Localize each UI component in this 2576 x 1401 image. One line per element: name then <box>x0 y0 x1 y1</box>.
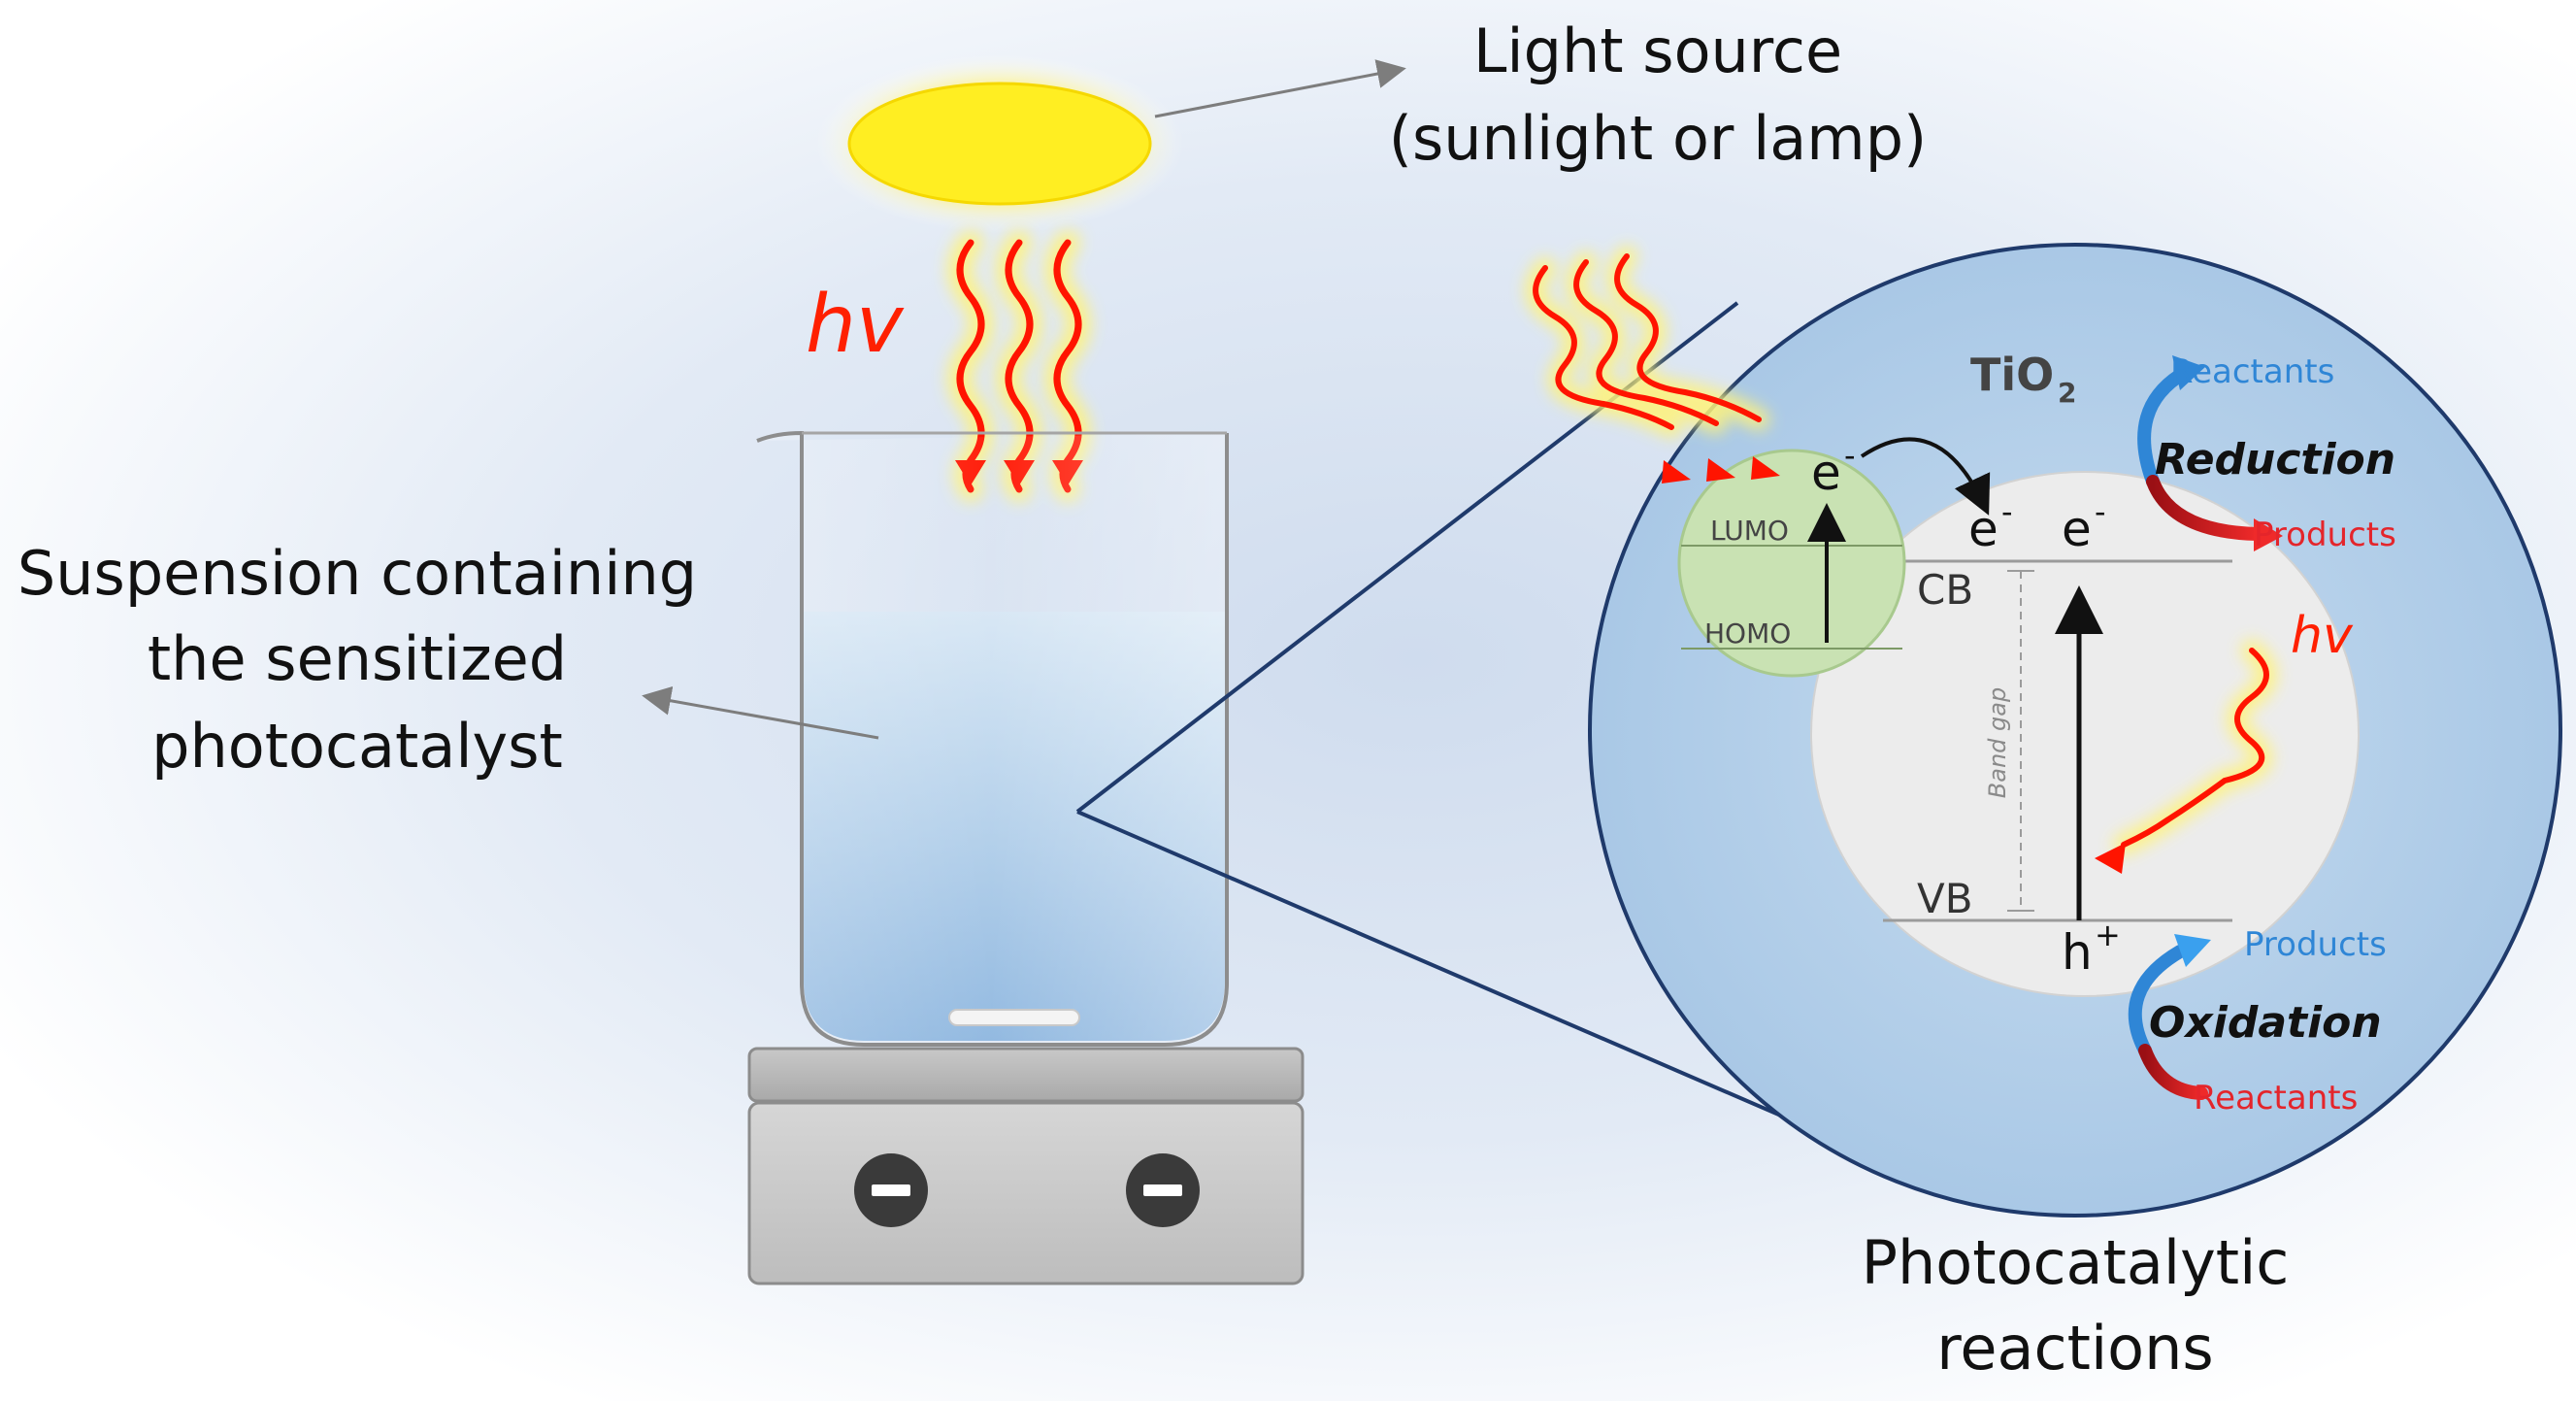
svg-text:+: + <box>2095 917 2121 953</box>
cb-label: CB <box>1917 566 1973 614</box>
reduction-arrow <box>2137 355 2283 551</box>
suspension-label-line3: photocatalyst <box>151 711 563 782</box>
svg-text:2: 2 <box>2058 377 2076 409</box>
sensitizer-dye <box>1677 449 1906 678</box>
suspension-pointer <box>642 685 879 740</box>
vb-hole: h + <box>2062 917 2121 981</box>
oxidation-products-label: Products <box>2244 925 2387 964</box>
vb-label: VB <box>1917 875 1973 922</box>
stir-bar <box>948 1009 1080 1026</box>
reduction-reactants-label: Reactants <box>2170 352 2334 391</box>
light-source-label-line1: Light source <box>1473 16 1842 86</box>
cb-electron-right: e - <box>2062 493 2106 557</box>
svg-text:e: e <box>1968 501 1998 557</box>
light-source-pointer <box>1154 59 1406 118</box>
svg-text:-: - <box>1844 437 1856 474</box>
stirring-hotplate <box>747 1047 1305 1285</box>
hv-small-label: hv <box>2291 607 2354 665</box>
hotplate-top <box>747 1047 1305 1103</box>
svg-text:-: - <box>2001 493 2013 530</box>
light-ray-tio2 <box>2095 640 2277 874</box>
hotplate-base <box>747 1101 1305 1285</box>
suspension-label-line1: Suspension containing <box>17 538 697 609</box>
sun-ellipse <box>847 82 1152 206</box>
reduction-label: Reduction <box>2155 435 2395 484</box>
tio2-particle <box>1810 471 2360 997</box>
svg-text:h: h <box>2062 924 2093 981</box>
reduction-products-label: Products <box>2254 516 2396 554</box>
zoom-circle: Band gap CB VB e - e - h + TiO 2 LUMO HO <box>1588 243 2562 1218</box>
svg-text:-: - <box>2095 493 2106 530</box>
photocatalytic-label-line1: Photocatalytic <box>1862 1227 2290 1298</box>
dye-electron: e - <box>1811 437 1856 501</box>
homo-label: HOMO <box>1704 617 1791 650</box>
oxidation-arrow <box>2128 934 2211 1100</box>
photocatalytic-label-line2: reactions <box>1936 1313 2213 1384</box>
svg-text:TiO: TiO <box>1970 349 2054 401</box>
svg-text:e: e <box>2062 501 2092 557</box>
beaker-glass <box>756 430 1229 1047</box>
light-rays-sensitizer <box>1525 246 1780 484</box>
oxidation-reactants-label: Reactants <box>2194 1079 2358 1117</box>
band-gap-label: Band gap <box>1984 687 2011 798</box>
suspension-label-line2: the sensitized <box>148 623 567 694</box>
svg-text:e: e <box>1811 445 1841 501</box>
hv-main-label: hv <box>806 279 905 371</box>
tio2-label: TiO 2 <box>1970 349 2076 409</box>
beaker <box>756 430 1229 1047</box>
oxidation-label: Oxidation <box>2149 998 2382 1048</box>
electron-injection-arrow <box>1860 437 1991 516</box>
light-source-label-line2: (sunlight or lamp) <box>1389 103 1928 174</box>
lumo-label: LUMO <box>1710 515 1789 547</box>
light-source <box>815 54 1184 233</box>
